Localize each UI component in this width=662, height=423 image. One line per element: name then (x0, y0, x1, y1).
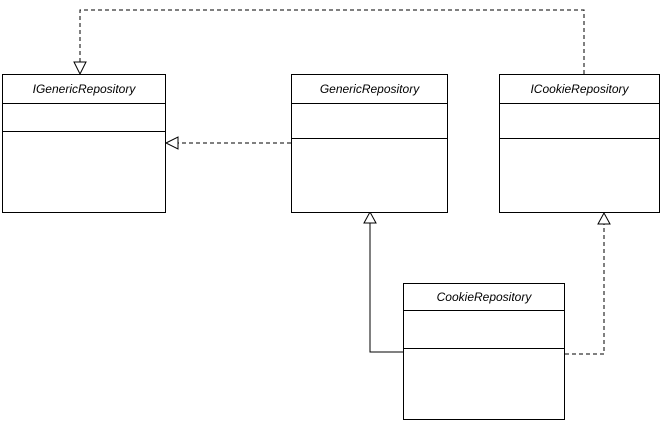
class-name-label: ICookieRepository (530, 81, 629, 96)
class-box-cookierepository[interactable]: CookieRepository (403, 283, 565, 420)
class-name-row: ICookieRepository (500, 75, 659, 104)
hollow-triangle-arrowhead-icon (363, 210, 377, 224)
class-name-label: CookieRepository (436, 289, 532, 304)
relation-cookierepository-to-icookierepository[interactable] (565, 211, 611, 355)
class-name-row: IGenericRepository (3, 75, 165, 104)
relation-line-dashed (565, 224, 605, 355)
class-name-row: GenericRepository (292, 75, 447, 104)
class-attributes-row (292, 104, 447, 139)
class-operations-row (404, 349, 564, 419)
class-box-igenericrepository[interactable]: IGenericRepository (2, 74, 166, 213)
hollow-triangle-arrowhead-icon (73, 61, 87, 76)
class-operations-row (500, 139, 659, 212)
class-operations-row (292, 139, 447, 212)
hollow-triangle-arrowhead-icon (164, 136, 179, 150)
relation-genericrepository-to-igenericrepository[interactable] (164, 136, 291, 150)
class-operations-row (3, 132, 165, 212)
class-name-label: IGenericRepository (32, 81, 136, 96)
class-name-label: GenericRepository (319, 81, 420, 96)
class-box-genericrepository[interactable]: GenericRepository (291, 74, 448, 213)
class-name-row: CookieRepository (404, 284, 564, 311)
class-box-icookierepository[interactable]: ICookieRepository (499, 74, 660, 213)
hollow-triangle-arrowhead-icon (597, 211, 611, 225)
class-attributes-row (404, 311, 564, 349)
class-attributes-row (3, 104, 165, 132)
relation-line-solid (369, 221, 403, 353)
relation-line-dashed (79, 9, 585, 74)
relation-cookierepository-to-genericrepository[interactable] (363, 210, 403, 353)
class-attributes-row (500, 104, 659, 139)
relation-icookierepository-to-igenericrepository[interactable] (73, 9, 585, 76)
